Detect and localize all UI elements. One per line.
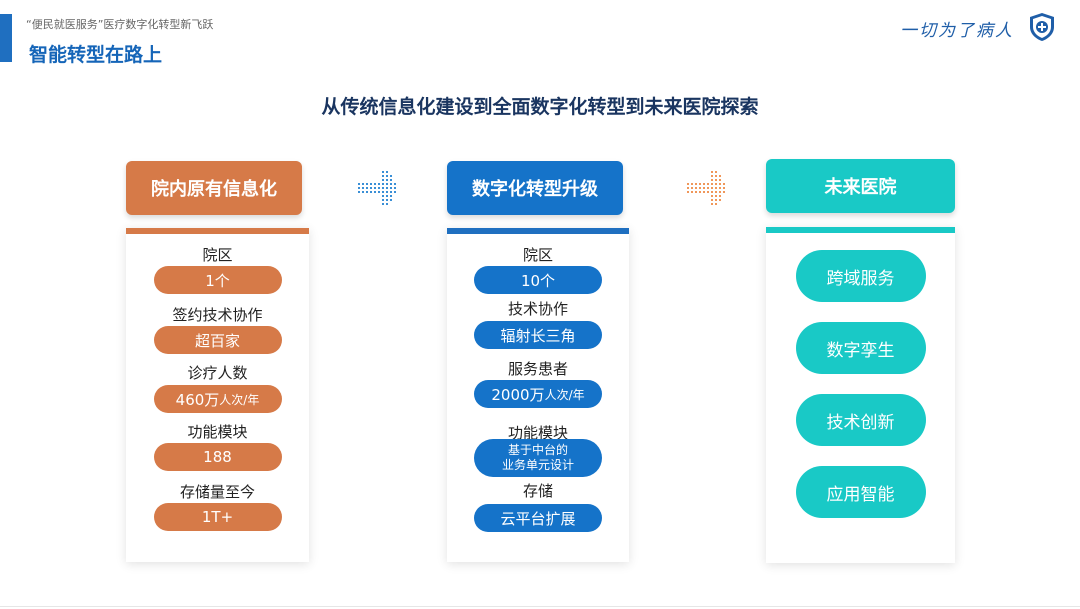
future-item: 数字孪生 bbox=[795, 322, 926, 374]
item-label: 诊疗人数 bbox=[187, 364, 248, 382]
item-value-line2: 业务单元设计 bbox=[501, 458, 574, 472]
heading-future-hospital: 未来医院 bbox=[766, 159, 955, 213]
item-value: 10个 bbox=[474, 266, 602, 294]
item-value: 基于中台的 业务单元设计 bbox=[474, 439, 602, 477]
heading-digital-upgrade: 数字化转型升级 bbox=[447, 161, 623, 215]
item-value-number: 460万 bbox=[175, 390, 220, 409]
item-value: 辐射长三角 bbox=[474, 321, 602, 349]
page-title: 从传统信息化建设到全面数字化转型到未来医院探索 bbox=[321, 96, 759, 118]
item-label: 功能模块 bbox=[187, 423, 248, 441]
item-value: 1T+ bbox=[153, 503, 282, 531]
accent-bar bbox=[0, 14, 12, 62]
future-item: 技术创新 bbox=[795, 394, 926, 446]
hospital-shield-logo-icon bbox=[1030, 13, 1054, 41]
item-value-unit: 人次/年 bbox=[219, 392, 260, 407]
footer-divider bbox=[0, 606, 1080, 607]
item-label: 院区 bbox=[522, 246, 553, 264]
item-value: 超百家 bbox=[153, 326, 282, 354]
dotted-arrow-icon bbox=[358, 171, 396, 205]
future-item: 跨域服务 bbox=[795, 250, 926, 302]
item-label: 存储 bbox=[522, 482, 553, 500]
item-label: 功能模块 bbox=[507, 424, 568, 442]
item-label: 服务患者 bbox=[507, 360, 568, 378]
item-value: 460万人次/年 bbox=[153, 385, 282, 413]
heading-original-informatization: 院内原有信息化 bbox=[126, 161, 302, 215]
item-value: 188 bbox=[153, 443, 282, 471]
item-value-unit: 人次/年 bbox=[544, 387, 585, 402]
item-label: 存储量至今 bbox=[179, 483, 255, 501]
item-label: 技术协作 bbox=[507, 300, 568, 318]
card-future-hospital: 跨域服务 数字孪生 技术创新 应用智能 bbox=[766, 227, 955, 563]
supertitle: “便民就医服务”医疗数字化转型新飞跃 bbox=[26, 18, 214, 31]
card-original-informatization: 院区 1个 签约技术协作 超百家 诊疗人数 460万人次/年 功能模块 188 … bbox=[126, 228, 309, 562]
item-label: 签约技术协作 bbox=[172, 306, 263, 324]
item-value: 云平台扩展 bbox=[474, 504, 602, 532]
slogan: 一切为了病人 bbox=[900, 21, 1014, 41]
card-digital-upgrade: 院区 10个 技术协作 辐射长三角 服务患者 2000万人次/年 功能模块 基于… bbox=[447, 228, 629, 562]
item-value: 1个 bbox=[153, 266, 282, 294]
dotted-arrow-icon bbox=[687, 171, 725, 205]
section-title: 智能转型在路上 bbox=[29, 44, 163, 66]
item-label: 院区 bbox=[202, 246, 233, 264]
item-value: 2000万人次/年 bbox=[474, 380, 602, 408]
item-value-line1: 基于中台的 bbox=[507, 443, 568, 457]
item-value-number: 2000万 bbox=[491, 385, 545, 404]
future-item: 应用智能 bbox=[795, 466, 926, 518]
